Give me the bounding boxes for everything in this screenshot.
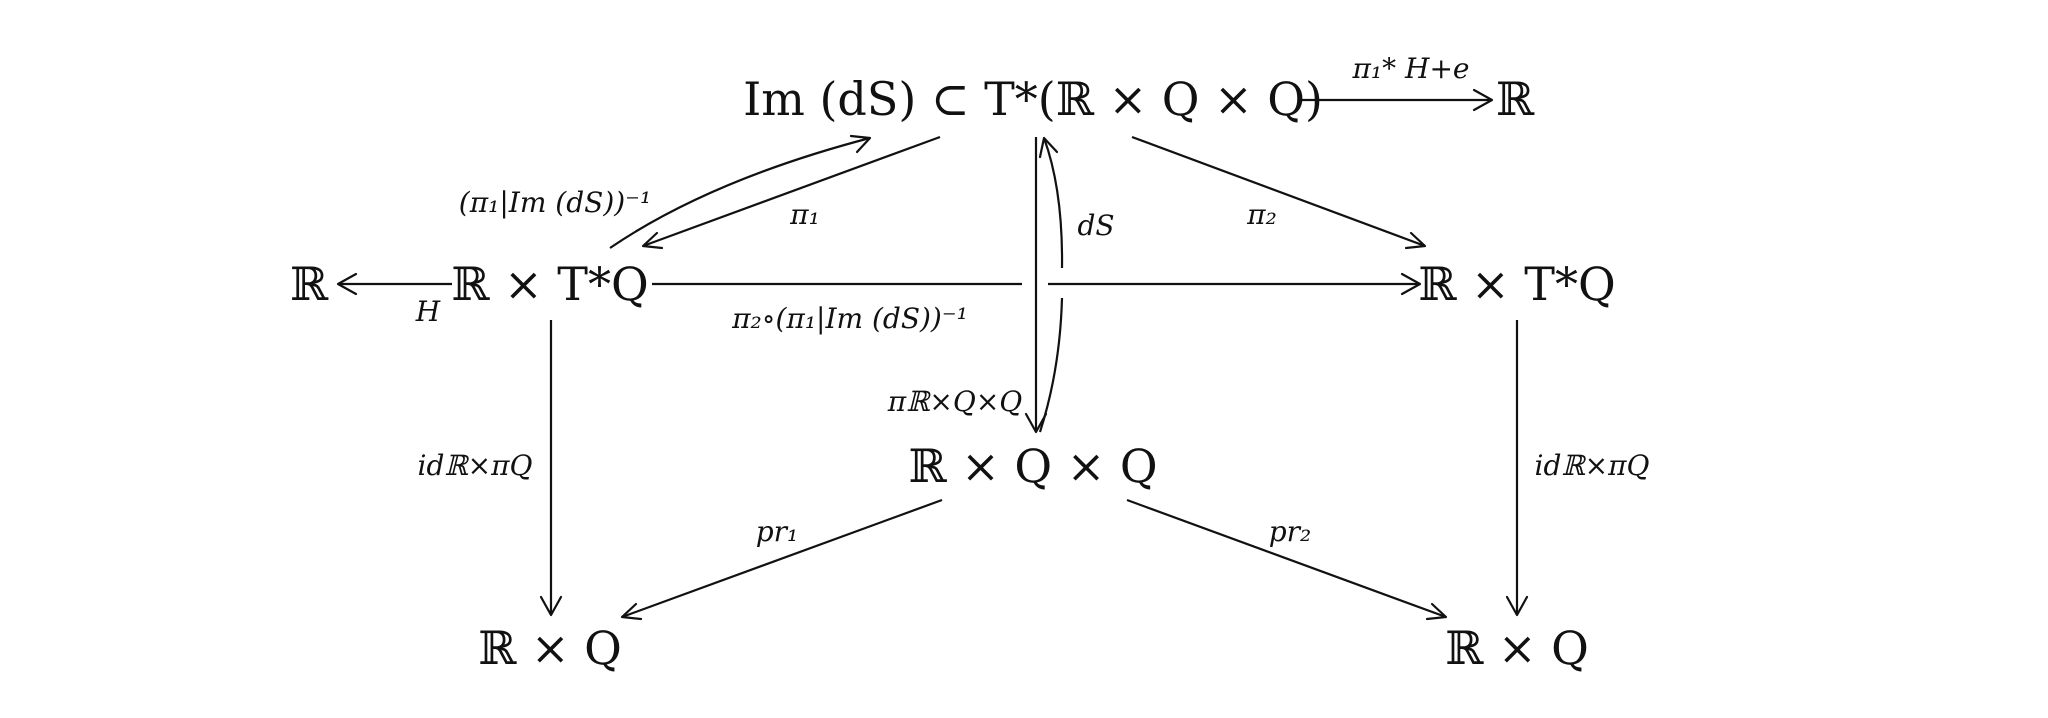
label-pr1: pr₁ [755, 515, 799, 548]
node-rtq-left: ℝ × T*Q [451, 257, 649, 311]
arrow-ds-part1 [1042, 137, 1064, 269]
label-pr2: pr₂ [1268, 515, 1312, 548]
arrow-pr1 [621, 498, 943, 619]
label-id-pi-right: idℝ×πQ [1534, 449, 1650, 482]
arrowhead-pi1-star-h-e [1472, 88, 1494, 112]
arrowhead-pr2 [1425, 602, 1448, 621]
arrowhead-pi2 [1404, 231, 1427, 250]
arrow-pi1-inverse [609, 136, 871, 249]
label-id-pi-left: idℝ×πQ [417, 449, 533, 482]
arrowhead-pi2-comp [1400, 272, 1422, 296]
arrowhead-pr1 [620, 602, 643, 621]
arrow-pi2 [1131, 135, 1426, 248]
arrowhead-pi1 [641, 231, 664, 250]
label-pi1: π₁ [790, 198, 820, 231]
label-pi1-star-h-e: π₁* H+e [1352, 52, 1470, 85]
arrow-pi1 [642, 135, 941, 248]
node-rqq: ℝ × Q × Q [908, 439, 1158, 493]
label-pi1-inverse: (π₁|Im (dS))⁻¹ [458, 186, 652, 219]
node-rq-right: ℝ × Q [1445, 621, 1589, 675]
arrow-pr2 [1126, 498, 1447, 619]
arrow-ds-part2 [1038, 297, 1064, 433]
arrowhead-pi1-inverse [849, 134, 872, 154]
label-pi2: π₂ [1247, 198, 1277, 231]
label-ds: dS [1077, 209, 1115, 242]
node-r-top: ℝ [1495, 72, 1535, 126]
node-r-left: ℝ [289, 257, 329, 311]
node-rq-left: ℝ × Q [478, 621, 622, 675]
label-pi2-comp: π₂∘(π₁|Im (dS))⁻¹ [732, 302, 968, 335]
label-h: H [415, 295, 441, 328]
arrowhead-id-pi-left [539, 595, 563, 617]
arrowhead-ds [1038, 136, 1059, 159]
label-pi-rqq: πℝ×Q×Q [887, 385, 1023, 418]
node-rtq-right: ℝ × T*Q [1418, 257, 1616, 311]
arrowhead-id-pi-right [1505, 595, 1529, 617]
node-im-ds: Im (dS) ⊂ T*(ℝ × Q × Q) [743, 72, 1323, 126]
arrowhead-h [336, 272, 358, 296]
